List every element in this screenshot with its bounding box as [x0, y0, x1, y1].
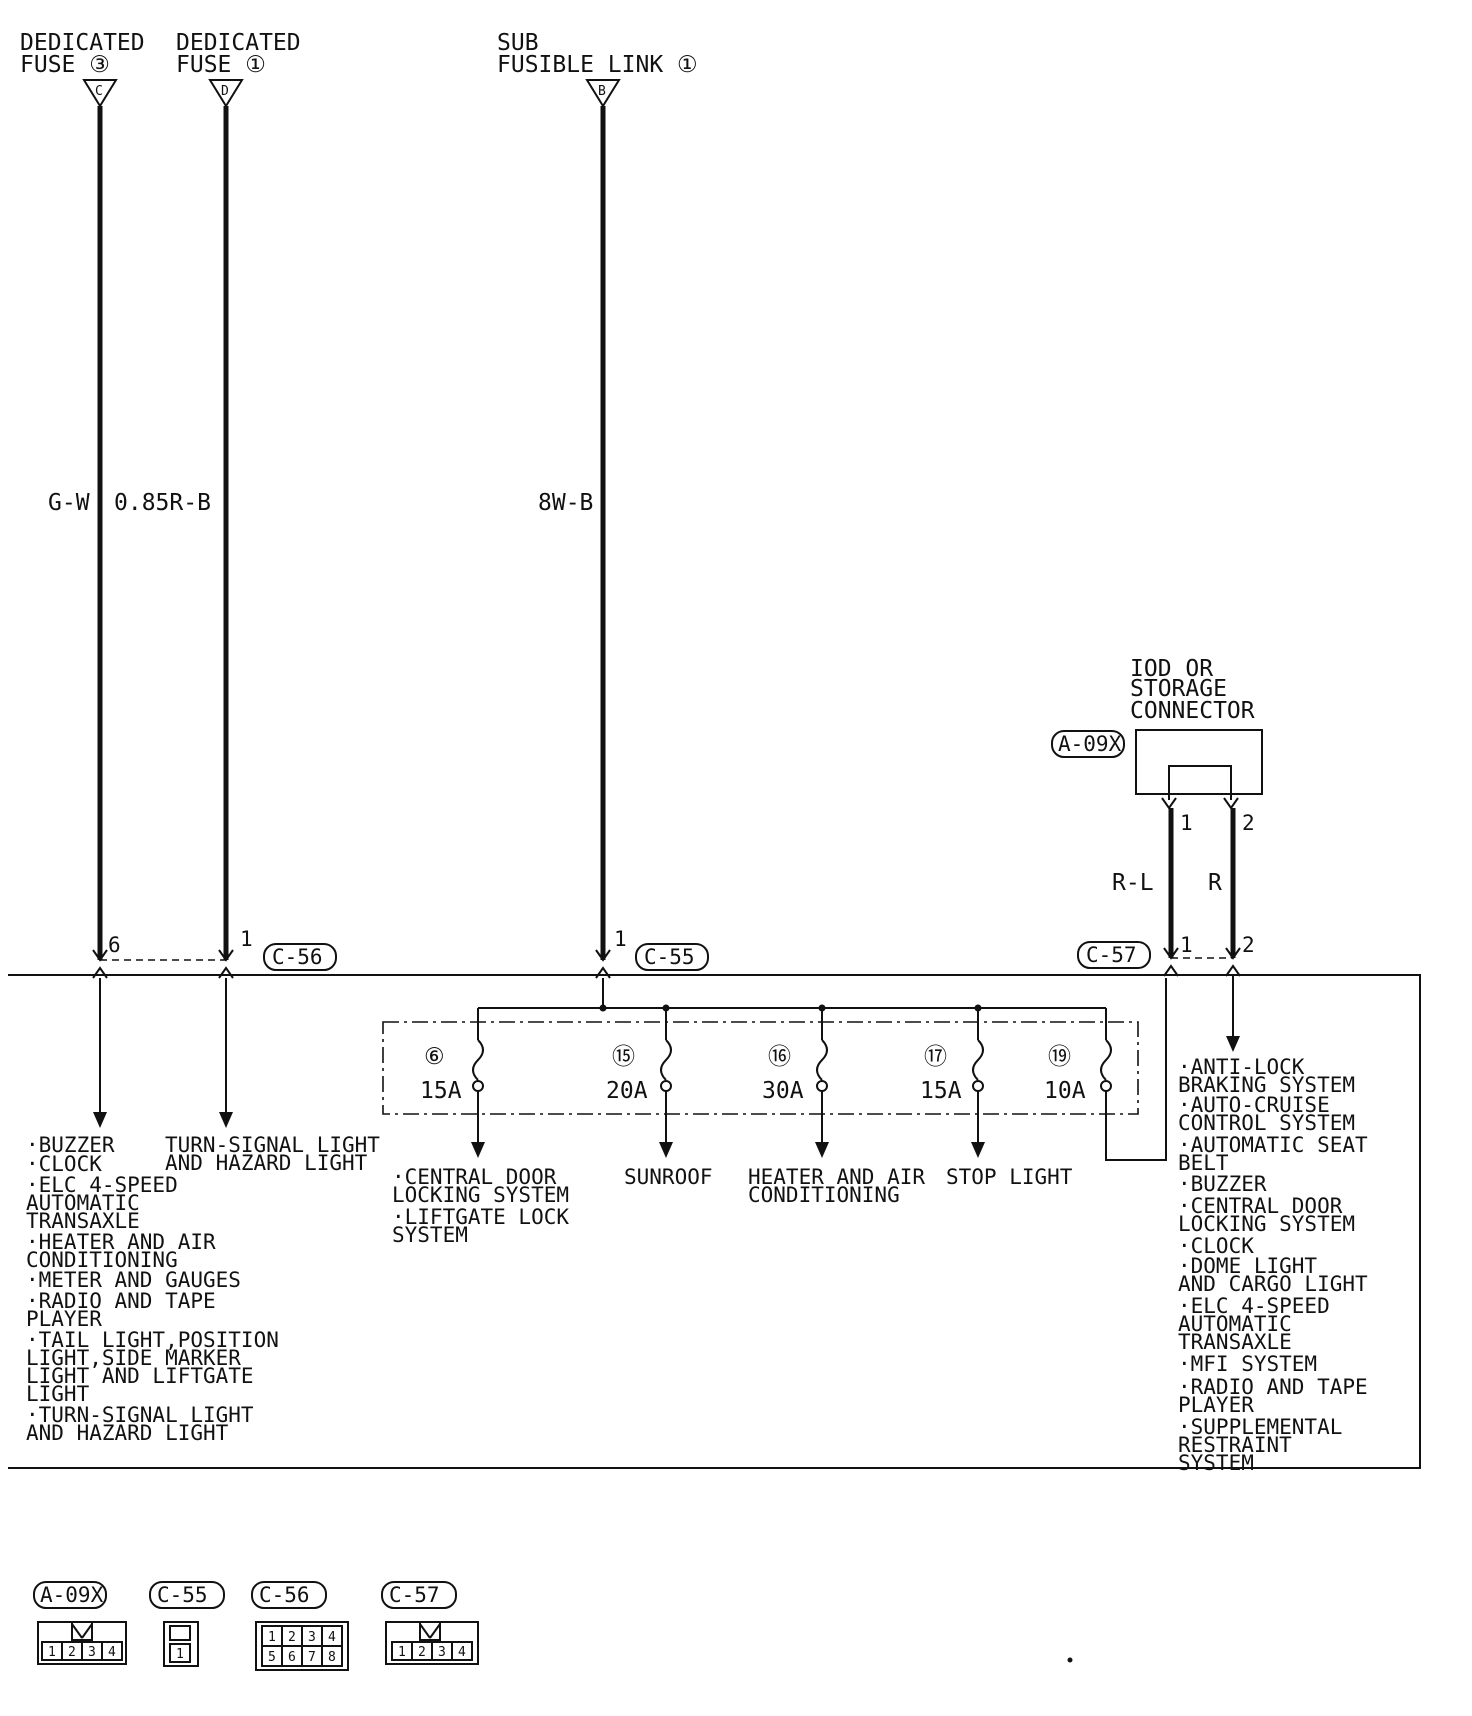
legend-c57: C-57 1 2 3 4 — [381, 1581, 479, 1665]
svg-text:A-09X: A-09X — [1058, 732, 1122, 756]
c55-pin-1: 1 — [614, 927, 627, 951]
svg-text:2: 2 — [68, 1645, 76, 1660]
c57-pin-1: 1 — [1180, 933, 1193, 957]
fuse-16[interactable]: ⑯ 30A — [762, 1008, 829, 1158]
loads-c-list: ·BUZZER ·CLOCK ·ELC 4-SPEED AUTOMATIC TR… — [26, 1133, 292, 1445]
c57-pin-2: 2 — [1242, 933, 1255, 957]
svg-text:C-57: C-57 — [1086, 943, 1137, 967]
fuse-6-number: ⑥ — [424, 1044, 445, 1070]
legend-c55: C-55 1 — [149, 1581, 225, 1667]
fuse-17[interactable]: ⑰ 15A — [920, 1008, 985, 1158]
source-d-label-1: DEDICATED — [176, 30, 301, 56]
wire-r-color: R — [1208, 870, 1222, 896]
svg-text:3: 3 — [438, 1645, 446, 1660]
source-c-triangle: C — [82, 79, 118, 108]
fuse-15[interactable]: ⑮ 20A — [606, 1008, 673, 1158]
c56-connector-label: C-56 — [263, 943, 337, 971]
svg-text:1: 1 — [176, 1647, 184, 1662]
fuse-6[interactable]: ⑥ 15A — [420, 1008, 485, 1158]
svg-text:C-57: C-57 — [389, 1583, 440, 1607]
load-d-arrow — [219, 1112, 233, 1128]
wire-r-l-color: R-L — [1112, 870, 1154, 896]
source-c-label-2: FUSE ③ — [20, 52, 110, 78]
c55-connector-label: C-55 — [635, 943, 709, 971]
a09x-connector-label: A-09X — [1051, 730, 1125, 758]
fuse-19[interactable]: ⑲ 10A — [1044, 978, 1167, 1161]
source-b-triangle: B — [585, 79, 621, 108]
svg-text:C-56: C-56 — [259, 1583, 310, 1607]
svg-text:2: 2 — [418, 1645, 426, 1660]
svg-text:6: 6 — [288, 1650, 296, 1665]
fuse-6-loads: ·CENTRAL DOOR LOCKING SYSTEM ·LIFTGATE L… — [392, 1165, 582, 1247]
loads-d-list: TURN-SIGNAL LIGHT AND HAZARD LIGHT — [165, 1133, 393, 1175]
wire-b-color: 8W-B — [538, 490, 593, 516]
svg-text:3: 3 — [88, 1645, 96, 1660]
wire-d-color: 0.85R-B — [114, 490, 211, 516]
svg-text:D: D — [221, 84, 229, 99]
load-c-arrow — [93, 1112, 107, 1128]
fuse-15-load: SUNROOF — [624, 1165, 713, 1189]
fuse-17-rating: 15A — [920, 1078, 962, 1104]
fuse-15-number: ⑮ — [612, 1044, 635, 1070]
svg-text:1: 1 — [268, 1630, 276, 1645]
iod-title-2: STORAGE — [1130, 676, 1227, 702]
source-c-label-1: DEDICATED — [20, 30, 145, 56]
svg-text:C-56: C-56 — [272, 945, 323, 969]
iod-title-3: CONNECTOR — [1130, 698, 1255, 724]
svg-text:C-55: C-55 — [157, 1583, 208, 1607]
right-load-arrow — [1226, 1036, 1240, 1052]
fuse-17-load: STOP LIGHT — [946, 1165, 1073, 1189]
fuse-16-rating: 30A — [762, 1078, 804, 1104]
legend-a09x: A-09X 1 2 3 4 — [33, 1581, 127, 1665]
svg-text:C: C — [95, 84, 103, 99]
iod-title-1: IOD OR — [1130, 656, 1213, 682]
c56-pin-6: 6 — [108, 933, 121, 957]
fuse-19-number: ⑲ — [1048, 1044, 1071, 1070]
c56-pin-1: 1 — [240, 927, 253, 951]
source-d-triangle: D — [208, 79, 244, 108]
svg-text:1: 1 — [398, 1645, 406, 1660]
fuse-6-rating: 15A — [420, 1078, 462, 1104]
iod-jumper — [1168, 765, 1232, 800]
svg-text:1: 1 — [48, 1645, 56, 1660]
svg-text:3: 3 — [308, 1630, 316, 1645]
svg-text:A-09X: A-09X — [40, 1583, 104, 1607]
source-d-label-2: FUSE ① — [176, 52, 266, 78]
iod-pin-1: 1 — [1180, 811, 1193, 835]
legend-c56: C-56 1 2 3 4 5 6 7 8 — [251, 1581, 349, 1671]
fuse-19-rating: 10A — [1044, 1078, 1086, 1104]
source-b-label-1: SUB — [497, 30, 539, 56]
svg-text:4: 4 — [108, 1645, 116, 1660]
svg-text:C-55: C-55 — [644, 945, 695, 969]
fuse-box-outline — [382, 1021, 1139, 1115]
fuse-16-number: ⑯ — [768, 1044, 791, 1070]
svg-text:5: 5 — [268, 1650, 276, 1665]
c57-connector-label: C-57 — [1077, 941, 1151, 969]
wire-c-color: G-W — [48, 490, 90, 516]
svg-text:2: 2 — [288, 1630, 296, 1645]
source-b-label-2: FUSIBLE LINK ① — [497, 52, 698, 78]
junction-block-outline — [8, 974, 1421, 1469]
svg-text:7: 7 — [308, 1650, 316, 1665]
iod-chevrons — [1161, 797, 1239, 810]
svg-text:B: B — [598, 84, 606, 99]
iod-connector-box — [1135, 729, 1263, 795]
svg-text:8: 8 — [328, 1650, 336, 1665]
iod-pin-2: 2 — [1242, 811, 1255, 835]
scan-speck — [1067, 1657, 1073, 1663]
fuse-17-number: ⑰ — [924, 1044, 947, 1070]
svg-text:4: 4 — [328, 1630, 336, 1645]
loads-right-list: ·ANTI-LOCK BRAKING SYSTEM ·AUTO-CRUISE C… — [1178, 1055, 1380, 1475]
fuse-15-rating: 20A — [606, 1078, 648, 1104]
svg-text:4: 4 — [458, 1645, 466, 1660]
fuse-16-loads: HEATER AND AIR CONDITIONING — [748, 1165, 938, 1207]
